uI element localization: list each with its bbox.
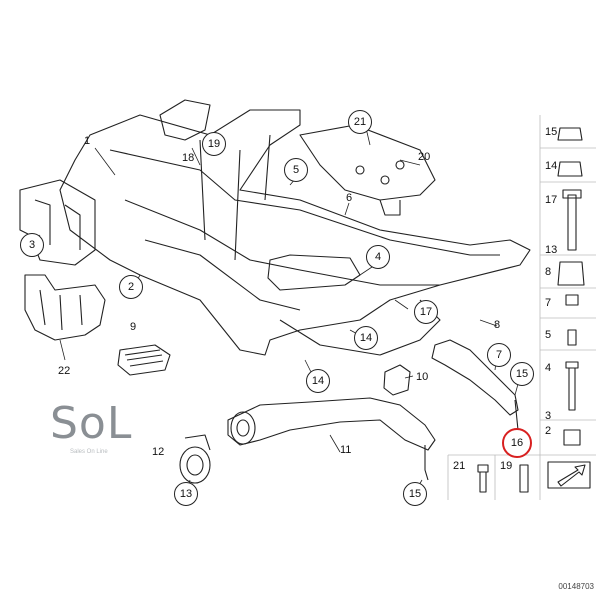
callout-14a: 14 bbox=[354, 326, 378, 350]
callout-16: 16 bbox=[502, 428, 532, 458]
control-arm bbox=[227, 397, 436, 451]
diagram-reference-number: 00148703 bbox=[558, 582, 594, 591]
callout-14b: 14 bbox=[306, 369, 330, 393]
legend-14: 14 bbox=[545, 160, 558, 172]
underbody-shield bbox=[299, 124, 436, 201]
callout-8: 8 bbox=[494, 319, 501, 331]
callout-12: 12 bbox=[152, 446, 165, 458]
legend-21: 21 bbox=[453, 460, 466, 472]
callout-18: 18 bbox=[182, 152, 195, 164]
callout-6: 6 bbox=[346, 192, 353, 204]
callout-10: 10 bbox=[416, 371, 429, 383]
legend-3: 3 bbox=[545, 410, 552, 422]
callout-19: 19 bbox=[202, 132, 226, 156]
legend-13: 13 bbox=[545, 244, 558, 256]
callout-20: 20 bbox=[418, 151, 431, 163]
legend-17: 17 bbox=[545, 194, 558, 206]
legend-2: 2 bbox=[545, 425, 552, 437]
sol-logo: SoL Sales On Line bbox=[50, 398, 190, 464]
callout-13: 13 bbox=[174, 482, 198, 506]
callout-17: 17 bbox=[414, 300, 438, 324]
rubber-mount bbox=[117, 344, 171, 376]
callout-11: 11 bbox=[340, 444, 352, 456]
callout-15b: 15 bbox=[403, 482, 427, 506]
callout-2: 2 bbox=[119, 275, 143, 299]
callout-9: 9 bbox=[130, 321, 137, 333]
legend-15: 15 bbox=[545, 126, 558, 138]
callout-7: 7 bbox=[487, 343, 511, 367]
callout-5: 5 bbox=[284, 158, 308, 182]
legend-8: 8 bbox=[545, 266, 552, 278]
legend-19: 19 bbox=[500, 460, 513, 472]
legend-5: 5 bbox=[545, 329, 552, 341]
callout-22: 22 bbox=[58, 365, 71, 377]
callout-15a: 15 bbox=[510, 362, 534, 386]
thrust-arm bbox=[431, 339, 519, 416]
subframe-outline bbox=[59, 109, 531, 356]
legend-4: 4 bbox=[545, 362, 552, 374]
callout-21: 21 bbox=[348, 110, 372, 134]
callout-4: 4 bbox=[366, 245, 390, 269]
left-bracket bbox=[19, 179, 96, 266]
callout-1: 1 bbox=[84, 135, 91, 147]
callout-3: 3 bbox=[20, 233, 44, 257]
logo-tagline: Sales On Line bbox=[70, 449, 108, 455]
logo-text: SoL bbox=[50, 398, 133, 449]
splash-shield bbox=[24, 274, 106, 341]
legend-7: 7 bbox=[545, 297, 552, 309]
